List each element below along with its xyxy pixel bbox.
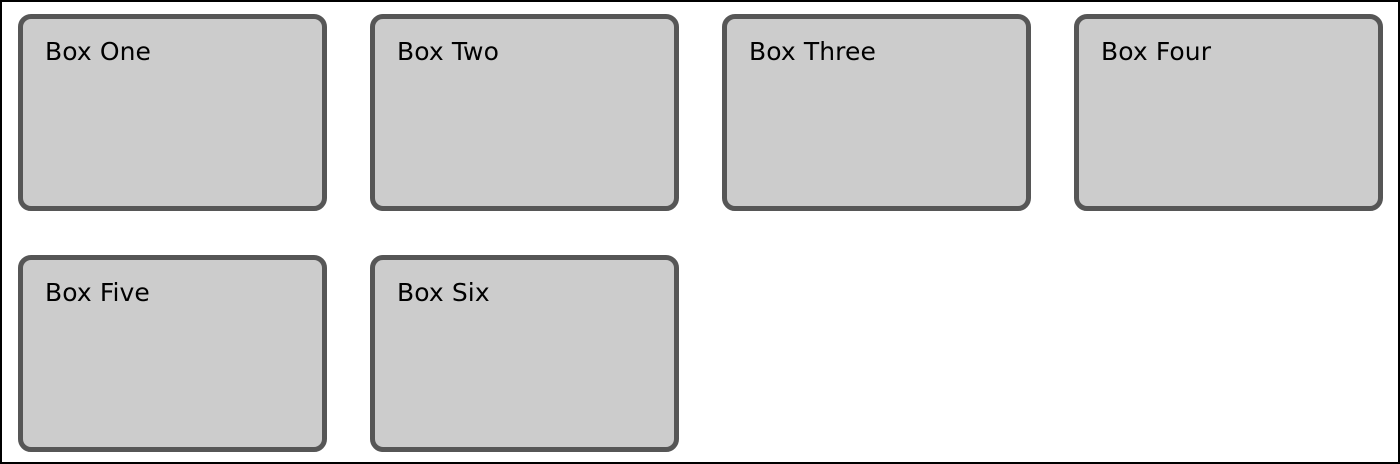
box-card-label: Box Four: [1101, 37, 1212, 66]
box-card-four[interactable]: Box Four: [1074, 14, 1383, 211]
box-card-three[interactable]: Box Three: [722, 14, 1031, 211]
box-card-one[interactable]: Box One: [18, 14, 327, 211]
box-card-six[interactable]: Box Six: [370, 255, 679, 452]
box-card-label: Box One: [45, 37, 152, 66]
box-card-five[interactable]: Box Five: [18, 255, 327, 452]
box-card-label: Box Five: [45, 278, 150, 307]
box-grid: Box One Box Two Box Three Box Four Box F…: [18, 14, 1387, 452]
box-card-label: Box Two: [397, 37, 499, 66]
box-card-label: Box Six: [397, 278, 490, 307]
box-card-label: Box Three: [749, 37, 876, 66]
box-card-two[interactable]: Box Two: [370, 14, 679, 211]
